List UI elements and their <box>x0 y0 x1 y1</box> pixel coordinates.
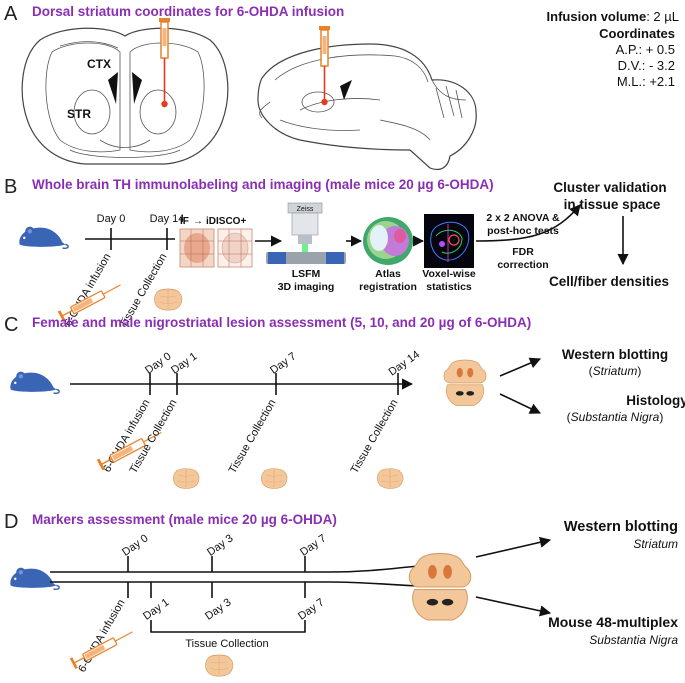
panel-d-title: Markers assessment (male mice 20 µg 6-OH… <box>32 512 337 527</box>
d-wb-label: Western blotting <box>564 519 678 535</box>
mouse-icon-d <box>9 566 61 591</box>
arrow-c-wb <box>499 357 542 377</box>
panel-a-letter: A <box>4 3 18 25</box>
lsfm-label-1: LSFM <box>292 268 321 280</box>
tissue-icon-c3 <box>377 468 404 489</box>
ctx-label: CTX <box>87 57 111 71</box>
iflabel-images <box>179 228 253 268</box>
lsfm-label-2: 3D imaging <box>278 281 335 293</box>
d-wb-sub: Striatum <box>633 537 678 551</box>
c-wb-label: Western blotting <box>562 347 668 362</box>
str-label: STR <box>67 107 91 121</box>
panel-b-title: Whole brain TH immunolabeling and imagin… <box>32 177 494 192</box>
c-wb-sub: (Striatum) <box>589 364 642 378</box>
arrow-to-cluster <box>475 204 581 242</box>
cluster-validation-2: in tissue space <box>564 197 661 212</box>
panel-c-title: Female and male nigrostriatal lesion ass… <box>32 315 531 330</box>
if-label: IF <box>180 216 189 227</box>
volume-label: Infusion volume <box>547 9 647 24</box>
collection-bracket <box>150 620 306 633</box>
atlas-label-2: registration <box>359 281 417 293</box>
d-infusion: 6-OHDA infusion <box>76 598 127 675</box>
anova-label-1: 2 x 2 ANOVA & <box>486 212 560 224</box>
c-collection-day7: Tissue Collection <box>227 398 279 476</box>
anova-label-2: post-hoc tests <box>487 225 559 237</box>
arrow-d-wb <box>475 536 552 558</box>
voxel-label-1: Voxel-wise <box>422 268 476 280</box>
d-mp-sub: Substantia Nigra <box>589 633 678 647</box>
d-day0: Day 0 <box>120 532 150 558</box>
cell-fiber-densities: Cell/fiber densities <box>549 274 669 289</box>
sagittal-brain-section <box>257 43 477 171</box>
arrow-d-mp <box>475 596 552 617</box>
d-mp-label: Mouse 48-multiplex <box>548 614 678 630</box>
coronal-needle <box>159 18 170 108</box>
coord-dv: D.V.: - 3.2 <box>618 58 675 73</box>
c-day14: Day 14 <box>387 349 422 379</box>
sagittal-needle <box>319 26 330 106</box>
c-collection-day14: Tissue Collection <box>349 398 401 476</box>
c-histo-sub: (Substantia Nigra) <box>567 410 664 424</box>
tissue-icon-c2 <box>261 468 288 489</box>
mouse-icon <box>18 225 69 250</box>
panel-d-letter: D <box>4 511 18 533</box>
d-day1: Day 1 <box>141 596 171 622</box>
brain-section-icon-d <box>408 552 472 621</box>
tissue-icon <box>154 288 183 311</box>
idisco-label: iDISCO+ <box>206 216 246 227</box>
cluster-validation-1: Cluster validation <box>553 180 666 195</box>
brain-section-icon-c <box>443 359 487 406</box>
coronal-brain-section <box>21 27 229 165</box>
c-day7: Day 7 <box>268 350 298 376</box>
voxel-label-2: statistics <box>426 281 472 293</box>
panel-b-letter: B <box>4 176 17 198</box>
fdr-label-1: FDR <box>512 246 534 258</box>
infusion-volume: Infusion volume: 2 µL <box>547 9 679 24</box>
if-arrow: → <box>193 216 203 227</box>
panel-a-title: Dorsal striatum coordinates for 6-OHDA i… <box>32 4 344 19</box>
tissue-icon-c1 <box>173 468 200 489</box>
d-day7-bottom: Day 7 <box>296 596 326 622</box>
volume-value: : 2 µL <box>646 9 679 24</box>
d-day3-top: Day 3 <box>205 532 235 558</box>
c-day1: Day 1 <box>169 350 199 376</box>
panel-c-letter: C <box>4 314 18 336</box>
atlas-registration-image <box>362 216 414 266</box>
voxel-stats-image <box>424 214 474 268</box>
tissue-icon-d <box>205 654 234 677</box>
timeline-d-upper <box>50 565 419 573</box>
arrow-c-histo <box>499 393 542 414</box>
b-day0: Day 0 <box>97 213 126 225</box>
mouse-icon-c <box>9 370 61 395</box>
zeiss-label: Zeiss <box>297 206 314 213</box>
coord-ml: M.L.: +2.1 <box>617 74 675 89</box>
c-day0: Day 0 <box>143 350 173 376</box>
microscope-icon <box>266 202 346 264</box>
d-day7-top: Day 7 <box>298 532 328 558</box>
fdr-label-2: correction <box>497 259 548 271</box>
timeline-d-lower <box>50 581 419 587</box>
b-day14: Day 14 <box>150 213 185 225</box>
d-collection: Tissue Collection <box>185 638 268 650</box>
d-day3-bottom: Day 3 <box>203 596 233 622</box>
c-histo-label: Histology <box>626 393 685 408</box>
coord-ap: A.P.: + 0.5 <box>616 42 675 57</box>
coordinates-title: Coordinates <box>599 26 675 41</box>
atlas-label-1: Atlas <box>375 268 401 280</box>
